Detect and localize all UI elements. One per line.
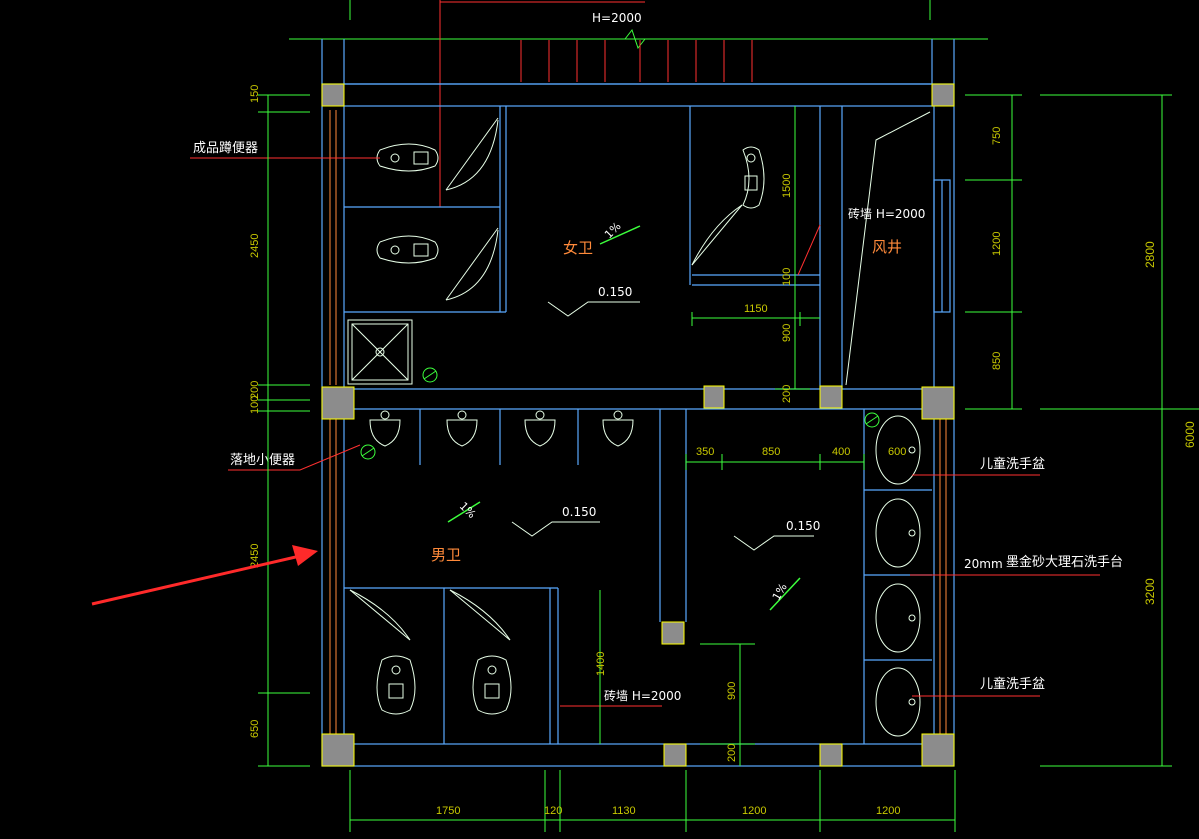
squat-toilet-icon xyxy=(376,235,439,264)
dim-inner-600: 600 xyxy=(888,446,906,458)
room-women: 女卫 xyxy=(563,239,593,257)
urinal-icon xyxy=(369,410,401,447)
label-brick-wall-women: 砖墙 H=2000 xyxy=(848,206,925,221)
label-child-basin-top: 儿童洗手盆 xyxy=(980,456,1045,472)
basin-icon xyxy=(875,583,921,653)
leader-lines xyxy=(190,157,1100,707)
dim-inner-200b: 200 xyxy=(726,744,738,762)
slope-arrows xyxy=(447,225,801,611)
slope-label-men: 1% xyxy=(457,500,479,522)
dim-inner-900b: 900 xyxy=(726,682,738,700)
dim-left-2450: 2450 xyxy=(249,234,261,258)
floor-drains xyxy=(360,367,880,460)
basin-icon xyxy=(875,415,921,485)
dim-inner-1500: 1500 xyxy=(781,174,793,198)
dim-left-2450b: 2450 xyxy=(249,544,261,568)
squat-toilet-icon xyxy=(742,146,765,209)
basin-icon xyxy=(875,667,921,737)
dim-bottom-1200: 1200 xyxy=(742,805,766,817)
slope-label-women: 1% xyxy=(602,220,624,242)
dimension-lines xyxy=(258,94,1199,832)
room-air-shaft: 风井 xyxy=(872,238,902,256)
urinal-icon xyxy=(446,410,478,447)
top-red-bars xyxy=(439,0,753,207)
slope-label-hall: 1% xyxy=(770,581,790,603)
dim-bottom-1130: 1130 xyxy=(612,805,636,817)
label-child-basin-bottom: 儿童洗手盆 xyxy=(980,676,1045,692)
walls xyxy=(321,39,955,767)
dim-inner-850: 850 xyxy=(762,446,780,458)
room-men: 男卫 xyxy=(431,546,461,564)
elevation-women: 0.150 xyxy=(598,285,632,299)
dim-inner-1150: 1150 xyxy=(744,303,768,315)
label-counter-thickness: 20mm xyxy=(964,557,1003,571)
dim-inner-350: 350 xyxy=(696,446,714,458)
dim-inner-200a: 200 xyxy=(781,385,793,403)
label-squat-toilet: 成品蹲便器 xyxy=(193,141,258,156)
label-brick-wall-men: 砖墙 H=2000 xyxy=(604,688,681,703)
dim-right-6000: 6000 xyxy=(1183,421,1197,448)
dim-bottom-120: 120 xyxy=(544,805,562,817)
dim-inner-400: 400 xyxy=(832,446,850,458)
dim-right-2800: 2800 xyxy=(1143,241,1157,268)
dim-right-750: 750 xyxy=(991,127,1003,145)
label-floor-urinal: 落地小便器 xyxy=(230,453,295,468)
fixtures xyxy=(347,117,921,737)
elevation-hall: 0.150 xyxy=(786,519,820,533)
squat-toilet-icon xyxy=(376,655,416,715)
air-shaft-lines xyxy=(845,111,931,386)
top-wall-height-label: H=2000 xyxy=(592,11,642,25)
label-counter: 墨金砂大理石洗手台 xyxy=(1006,554,1123,570)
dim-right-850: 850 xyxy=(991,352,1003,370)
top-wall-area xyxy=(289,0,988,50)
dim-bottom-1750: 1750 xyxy=(436,805,460,817)
pointer-arrow xyxy=(91,545,318,606)
dim-bottom-1200b: 1200 xyxy=(876,805,900,817)
dim-right-3200: 3200 xyxy=(1143,578,1157,605)
squat-toilet-icon xyxy=(376,143,439,172)
dim-inner-100: 100 xyxy=(781,268,793,286)
elevation-men: 0.150 xyxy=(562,505,596,519)
dim-right-1200: 1200 xyxy=(991,232,1003,256)
squat-toilet-icon xyxy=(472,655,512,715)
dim-left-100: 100 xyxy=(249,396,261,414)
dim-left-150: 150 xyxy=(249,85,261,103)
dim-left-200: 200 xyxy=(249,381,261,399)
left-wall-hatch xyxy=(329,110,947,740)
columns xyxy=(321,83,955,767)
urinal-icon xyxy=(524,410,556,447)
urinal-icon xyxy=(602,410,634,447)
dim-inner-900a: 900 xyxy=(781,324,793,342)
dim-left-650: 650 xyxy=(249,720,261,738)
elevation-markers xyxy=(511,301,814,551)
dim-inner-1400: 1400 xyxy=(595,652,607,676)
basin-icon xyxy=(875,498,921,568)
